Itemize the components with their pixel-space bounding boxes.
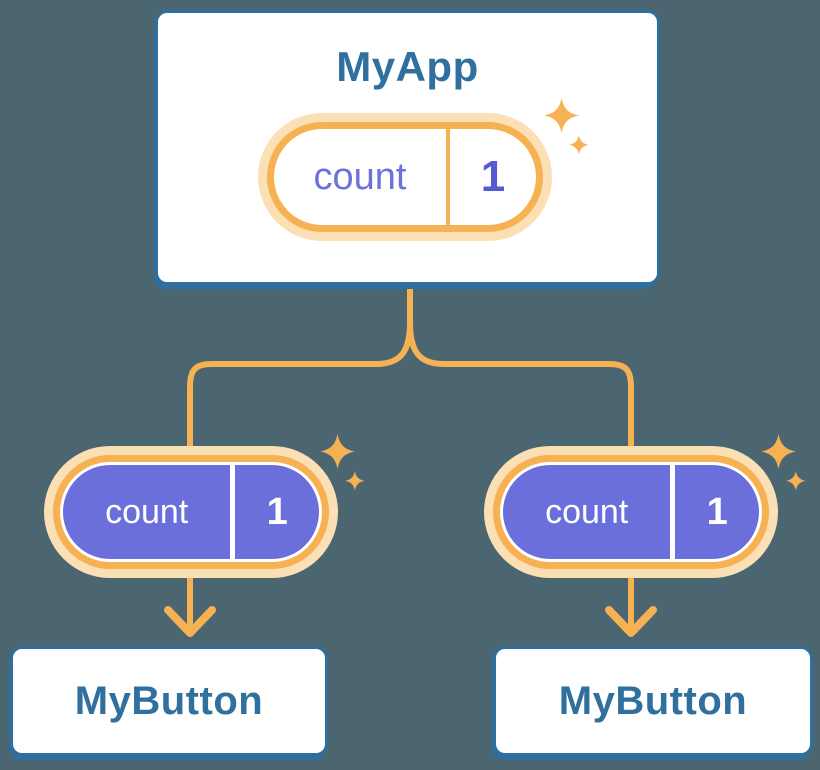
prop-value: 1 — [706, 490, 728, 533]
component-title: MyButton — [558, 678, 748, 723]
arrow-down-icon — [605, 606, 657, 637]
connector-branch-right — [407, 287, 634, 632]
prop-pill-right: count 1 — [493, 455, 769, 569]
sparkle-icon — [320, 434, 365, 491]
sparkle-icon — [544, 98, 589, 155]
prop-pill-left: count 1 — [53, 455, 329, 569]
pill-divider — [230, 465, 236, 559]
component-title: MyApp — [336, 43, 479, 90]
state-pill-root: count 1 — [267, 122, 543, 232]
pill-divider — [446, 129, 450, 225]
prop-name: count — [105, 492, 189, 531]
prop-name: count — [545, 492, 629, 531]
state-name: count — [313, 155, 407, 198]
state-value: 1 — [480, 152, 506, 201]
component-card-mybutton-right: MyButton — [493, 646, 813, 756]
pill-divider — [670, 465, 676, 559]
component-title: MyButton — [74, 678, 264, 723]
prop-value: 1 — [266, 490, 288, 533]
component-card-mybutton-left: MyButton — [10, 646, 328, 756]
sparkle-icon — [761, 434, 806, 491]
arrow-down-icon — [164, 606, 216, 637]
